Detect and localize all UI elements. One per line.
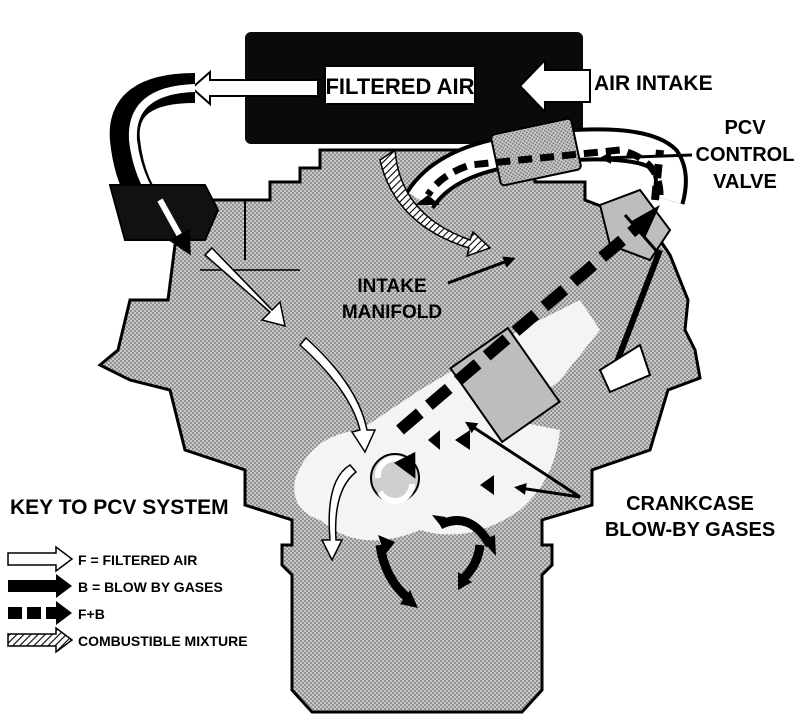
hatched-arrow-icon: [7, 626, 74, 654]
legend-item-filtered-air: F = FILTERED AIR: [78, 552, 197, 568]
pcv-flow-arrow: [396, 149, 664, 435]
filtered-air-flow: [203, 246, 377, 562]
legend-title: KEY TO PCV SYSTEM: [10, 496, 229, 519]
pcv-label-line1: PCV: [724, 117, 766, 139]
blow-by-flow: [375, 430, 496, 608]
air-intake-label: AIR INTAKE: [594, 72, 713, 95]
dashed-arrow-icon: [8, 601, 72, 625]
solid-arrow-icon: [8, 574, 72, 598]
leader-lines: [447, 151, 693, 499]
legend-item-blow-by: B = BLOW BY GASES: [78, 579, 223, 595]
pcv-hose: [405, 117, 688, 210]
combustion-chamber: [294, 300, 600, 541]
legend-item-f-plus-b: F+B: [78, 606, 105, 622]
air-cleaner: [190, 32, 591, 144]
breather-hose: [108, 73, 220, 256]
legend: KEY TO PCV SYSTEM F = FILTERED AIR B = B…: [7, 496, 248, 654]
legend-item-combustible-mixture: COMBUSTIBLE MIXTURE: [78, 633, 248, 649]
hollow-arrow-icon: [7, 545, 74, 573]
intake-manifold-line2: MANIFOLD: [342, 302, 442, 323]
intake-manifold-line1: INTAKE: [357, 276, 426, 297]
crankcase-line2: BLOW-BY GASES: [605, 519, 775, 541]
pcv-label-line3: VALVE: [713, 171, 777, 193]
combustible-mixture-flow: [379, 148, 492, 258]
filtered-air-label: FILTERED AIR: [325, 74, 474, 99]
crankcase-line1: CRANKCASE: [626, 493, 754, 515]
pcv-label-line2: CONTROL: [696, 144, 795, 166]
